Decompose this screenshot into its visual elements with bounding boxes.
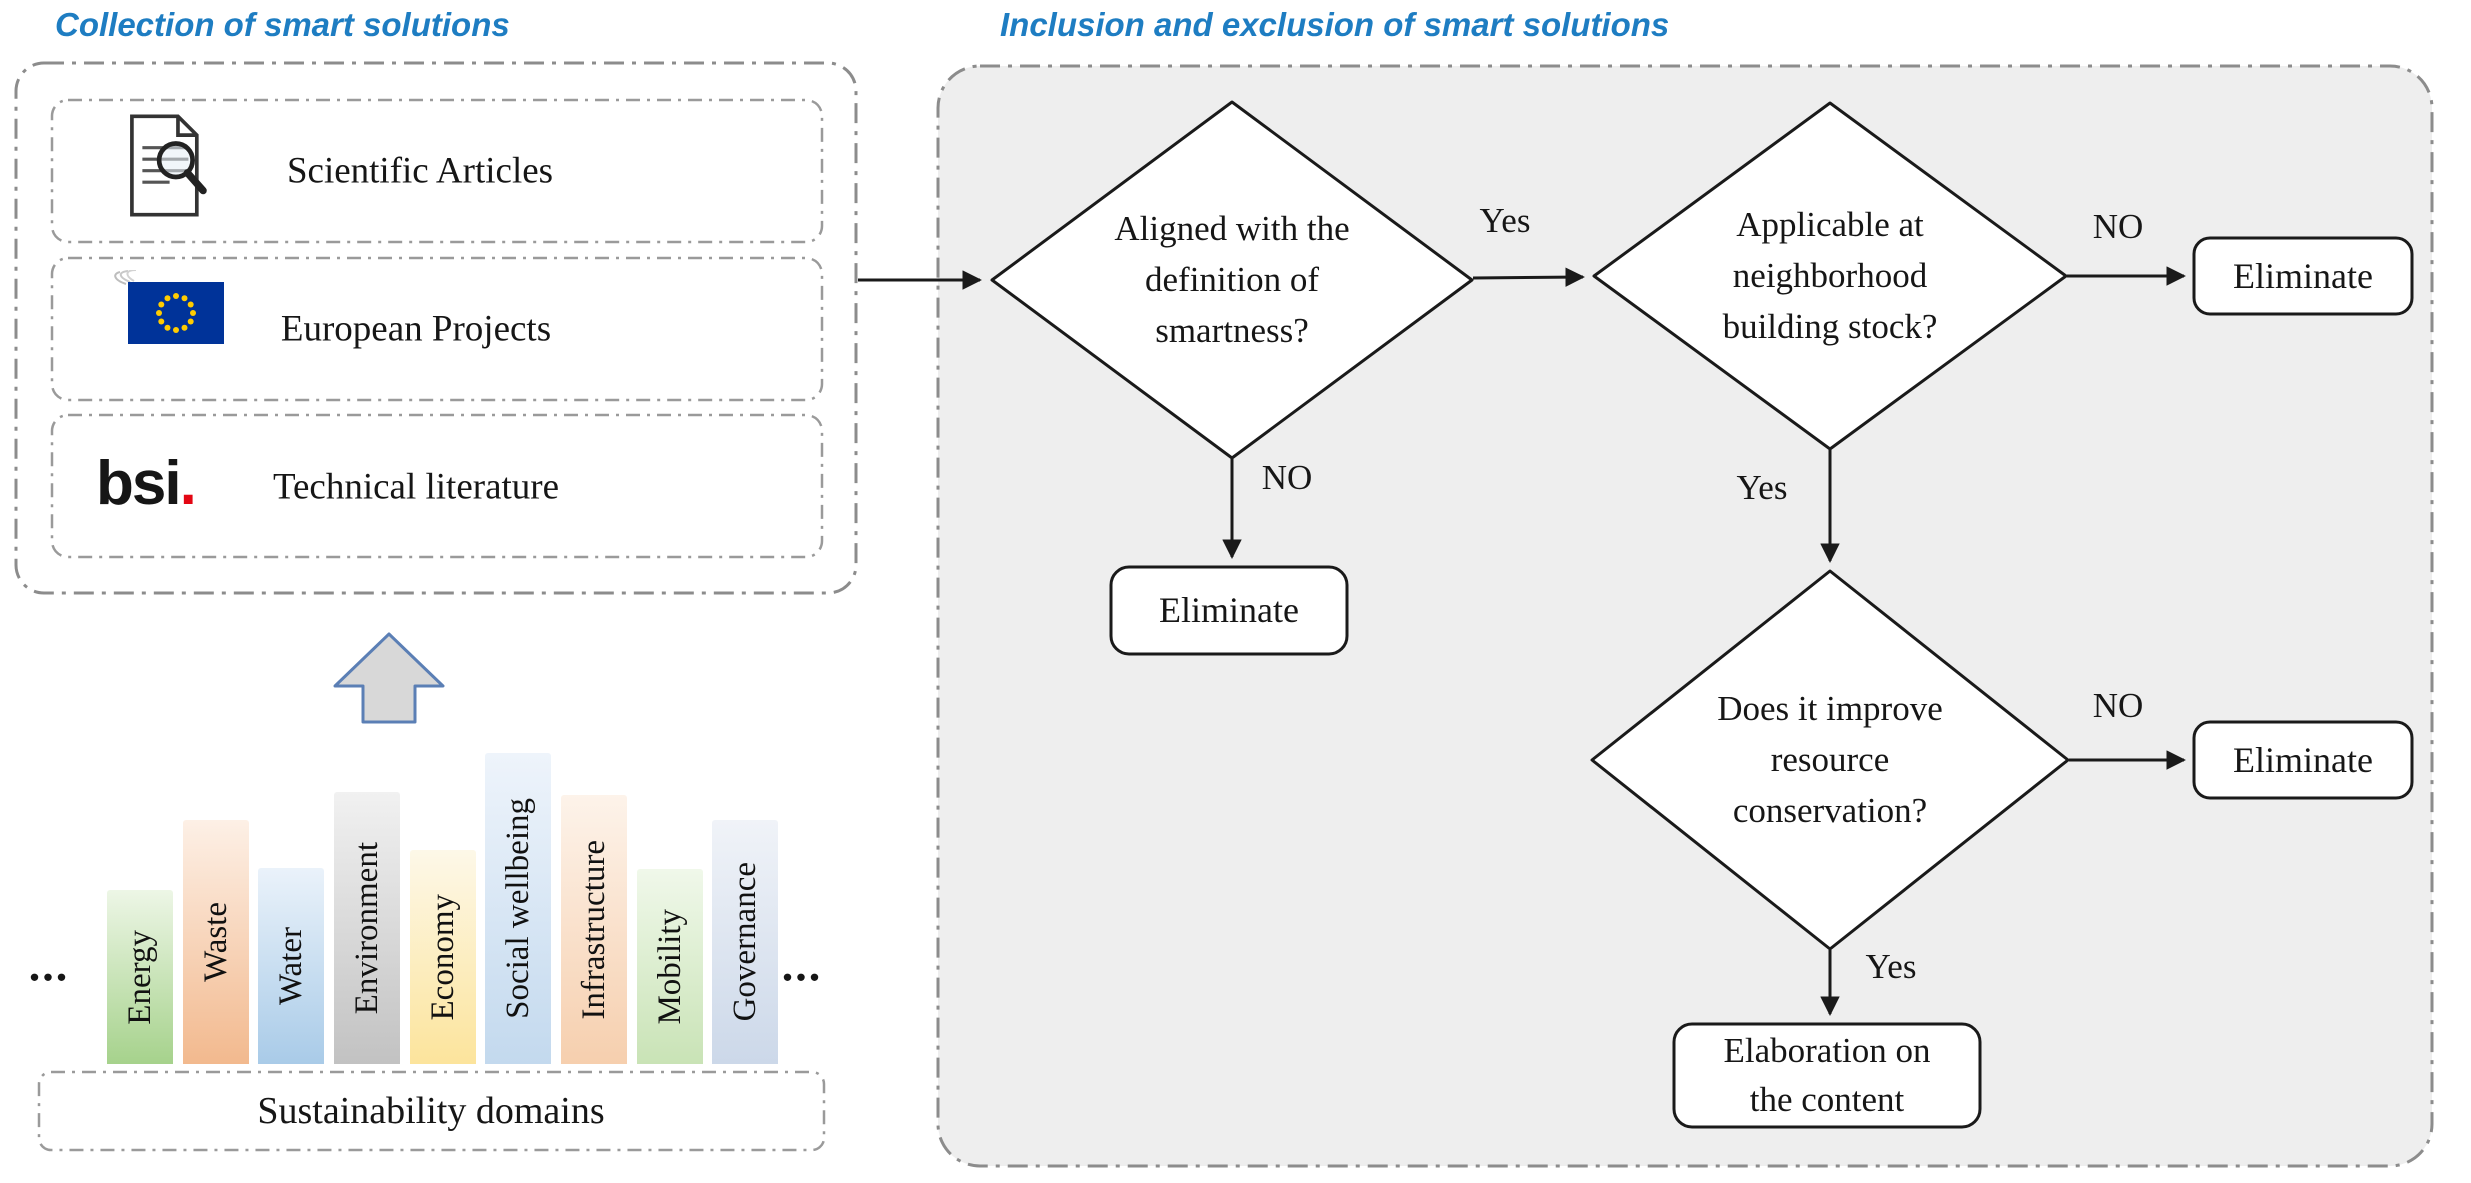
elaboration-line1: Elaboration on	[1723, 1031, 1931, 1070]
edge-label-d3-yes: Yes	[1865, 947, 1917, 986]
bsi-logo-icon: bsi.	[96, 448, 197, 519]
edge-label-d2-yes: Yes	[1736, 468, 1788, 507]
elaboration-label: Elaboration on the content	[1723, 1026, 1930, 1124]
source-label-european-projects: European Projects	[280, 308, 552, 350]
domain-bar-mobility: Mobility	[637, 869, 703, 1064]
decision3-diamond	[1590, 569, 2070, 951]
up-block-arrow	[333, 632, 445, 724]
decision3-line1: Does it improve	[1717, 688, 1943, 728]
source-box-technical-literature	[50, 413, 824, 559]
bsi-logo-text: bsi	[96, 449, 182, 518]
eliminate1-label: Eliminate	[1159, 590, 1299, 630]
decision3-line3: conservation?	[1732, 790, 1928, 830]
domains-ellipsis-left: ...	[28, 939, 70, 991]
edge-label-d1-yes: Yes	[1479, 201, 1531, 240]
eliminate2-label: Eliminate	[2233, 256, 2373, 296]
source-label-scientific-articles: Scientific Articles	[286, 150, 554, 192]
domain-bar-economy: Economy	[410, 850, 476, 1064]
domain-bar-label: Waste	[197, 902, 234, 982]
elaboration-box	[1672, 1022, 1982, 1129]
domain-bar-label: Environment	[348, 841, 385, 1015]
decision1-diamond	[990, 100, 1474, 460]
domain-bar-environment: Environment	[334, 792, 400, 1064]
decision2-line2: neighborhood	[1732, 255, 1928, 295]
decision2-line3: building stock?	[1722, 306, 1938, 346]
decision1-line2: definition of	[1145, 259, 1319, 299]
decision2-line1: Applicable at	[1736, 204, 1924, 244]
decision1-text: Aligned with the definition of smartness…	[1114, 204, 1349, 356]
right-panel-title: Inclusion and exclusion of smart solutio…	[1000, 6, 1670, 43]
domain-bar-label: Economy	[424, 893, 461, 1021]
domain-bar-water: Water	[258, 868, 324, 1064]
domain-bar-governance: Governance	[712, 820, 778, 1064]
domain-bar-label: Water	[272, 927, 309, 1005]
domain-bar-social-wellbeing: Social wellbeing	[485, 753, 551, 1064]
sustainability-domains-label: Sustainability domains	[257, 1090, 605, 1132]
domains-ellipsis-right: ...	[781, 939, 823, 991]
eliminate3-box	[2192, 720, 2414, 800]
eliminate1-box	[1109, 565, 1349, 656]
domain-bar-label: Social wellbeing	[499, 798, 536, 1019]
decision2-text: Applicable at neighborhood building stoc…	[1723, 200, 1938, 352]
bsi-logo-dot: .	[179, 449, 197, 518]
left-panel-title: Collection of smart solutions	[55, 6, 510, 43]
decision3-line2: resource	[1770, 739, 1890, 779]
domain-bar-infrastructure: Infrastructure	[561, 795, 627, 1064]
sustainability-domains-box	[37, 1070, 826, 1152]
eu-flag-icon	[106, 269, 230, 352]
domain-bar-label: Mobility	[651, 908, 688, 1025]
decision3-text: Does it improve resource conservation?	[1717, 684, 1943, 836]
domain-bar-energy: Energy	[107, 890, 173, 1064]
decision1-line3: smartness?	[1155, 310, 1309, 350]
edge-label-d2-no: NO	[2092, 207, 2144, 246]
domain-bar-label: Infrastructure	[575, 839, 612, 1020]
decision1-line1: Aligned with the	[1114, 208, 1350, 248]
elaboration-line2: the content	[1749, 1080, 1905, 1119]
edge-label-d1-no: NO	[1261, 458, 1313, 497]
domain-bar-waste: Waste	[183, 820, 249, 1064]
arrow-decision1-yes	[1472, 267, 1585, 287]
eliminate2-box	[2192, 236, 2414, 316]
source-box-european-projects	[50, 256, 824, 402]
source-box-scientific-articles	[50, 98, 824, 244]
edge-label-d3-no: NO	[2092, 686, 2144, 725]
source-label-technical-literature: Technical literature	[272, 466, 560, 508]
domain-bar-label: Energy	[121, 929, 158, 1025]
document-search-icon	[115, 110, 220, 222]
domain-bar-label: Governance	[726, 862, 763, 1022]
decision2-diamond	[1592, 101, 2068, 451]
eliminate3-label: Eliminate	[2233, 740, 2373, 780]
